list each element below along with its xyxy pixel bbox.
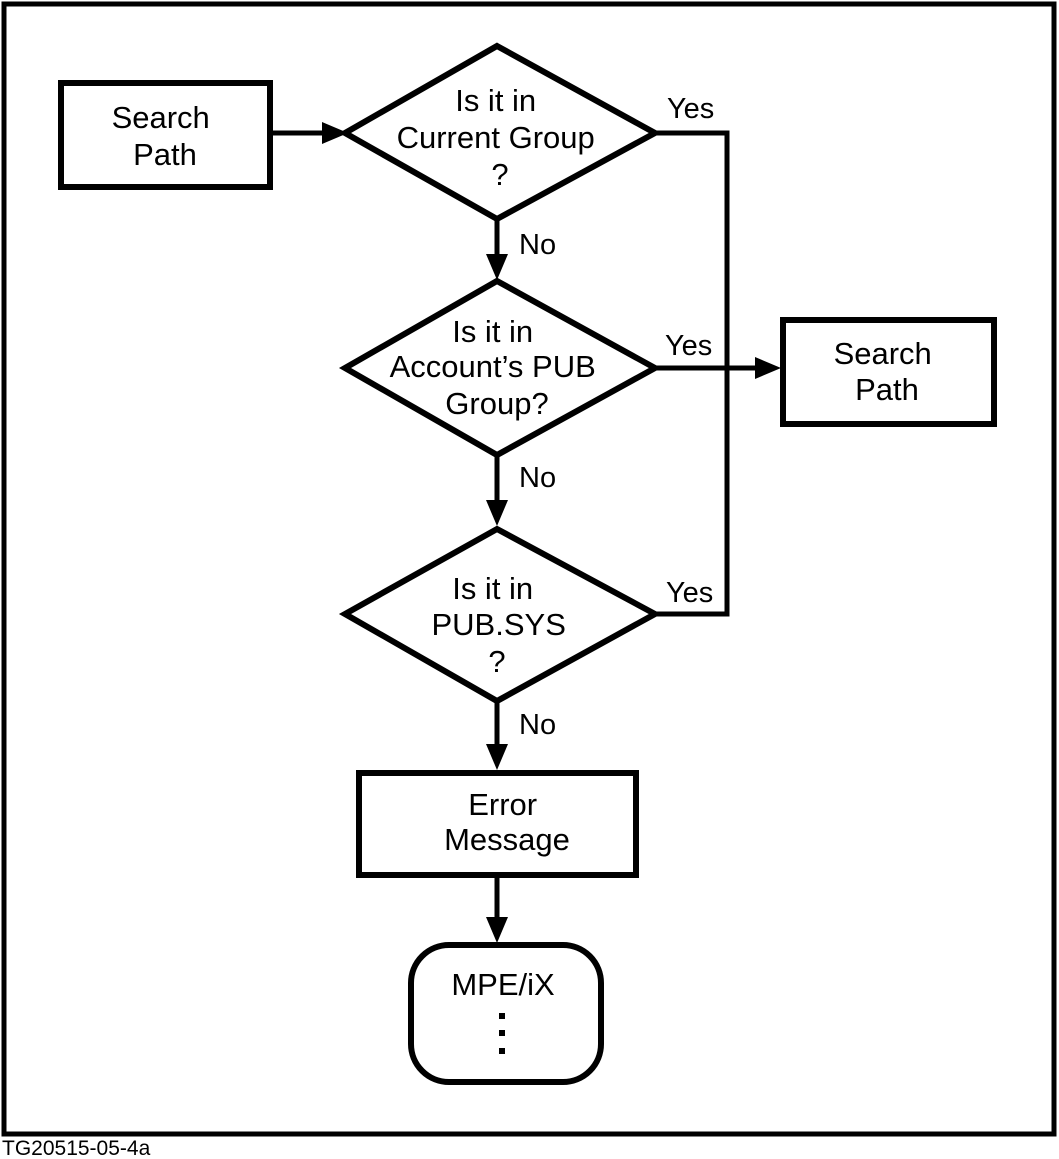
arrowhead-account-pub-no bbox=[486, 500, 508, 526]
arrowhead-current-group-no bbox=[486, 254, 508, 280]
arrowhead-error-to-mpe bbox=[486, 917, 508, 943]
diagram-frame bbox=[1, 1, 1057, 1137]
search-path-result-box bbox=[780, 317, 997, 427]
decision-current-group-diamond bbox=[338, 42, 662, 223]
figure-caption: TG20515-05-4a bbox=[2, 1137, 151, 1159]
search-path-start-box bbox=[58, 80, 273, 190]
decision-pub-sys-diamond bbox=[338, 525, 662, 705]
decision-current-group-label: Is it in Current Group ? bbox=[397, 83, 604, 192]
edge-label-pub-sys-no: No bbox=[519, 709, 556, 741]
edge-label-pub-sys-yes: Yes bbox=[666, 577, 713, 609]
mpe-ix-terminator bbox=[408, 942, 604, 1085]
vertical-ellipsis-icon bbox=[499, 1013, 505, 1054]
connector-current-group-yes bbox=[655, 130, 730, 617]
arrowhead-pub-sys-no bbox=[486, 744, 508, 770]
decision-account-pub-label: Is it in Account’s PUB Group? bbox=[390, 314, 605, 421]
edge-label-account-pub-no: No bbox=[519, 462, 556, 494]
mpe-ix-label: MPE/iX bbox=[451, 967, 555, 1002]
search-path-start-label: Search Path bbox=[112, 100, 219, 172]
edge-label-account-pub-yes: Yes bbox=[665, 330, 712, 362]
error-message-box bbox=[356, 770, 639, 878]
search-path-result-label: Search Path bbox=[834, 336, 941, 407]
arrowhead-start-to-current-group bbox=[322, 122, 348, 144]
arrowhead-to-search-path-result bbox=[755, 357, 781, 379]
edge-label-current-group-no: No bbox=[519, 229, 556, 261]
decision-pub-sys-label: Is it in PUB.SYS ? bbox=[431, 571, 574, 679]
edge-label-current-group-yes: Yes bbox=[667, 93, 714, 125]
decision-account-pub-diamond bbox=[338, 277, 662, 459]
error-message-label: Error Message bbox=[444, 787, 570, 857]
